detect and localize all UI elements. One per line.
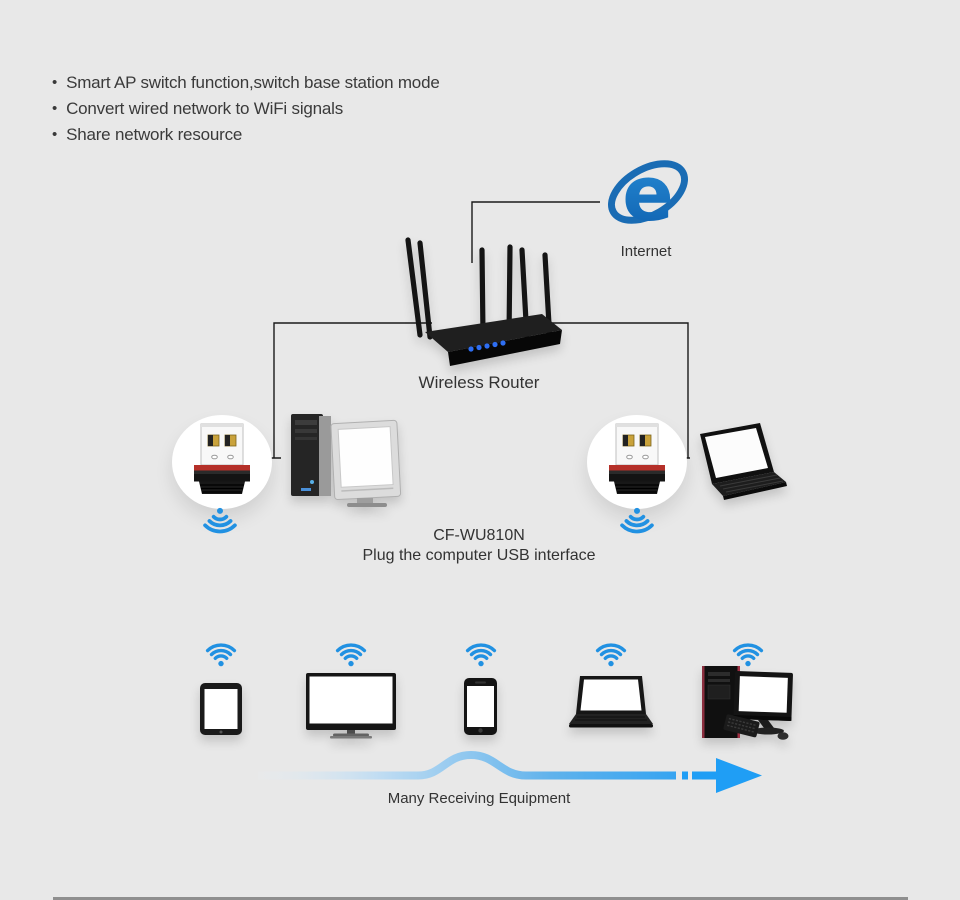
internet-explorer-icon: e: [608, 149, 688, 238]
wifi-icon: [205, 643, 237, 667]
feature-list: Smart AP switch function,switch base sta…: [52, 70, 440, 148]
feature-item: Smart AP switch function,switch base sta…: [52, 70, 440, 96]
svg-text:e: e: [622, 149, 674, 238]
footer-bar: [53, 897, 908, 900]
usb-adapter-icon-right: [609, 423, 665, 494]
adapter-model-label: CF-WU810N: [433, 527, 525, 544]
internet-label: Internet: [620, 243, 672, 260]
tv-icon: [306, 673, 396, 739]
wifi-icon: [465, 643, 497, 667]
desktop-computer-icon: [291, 414, 402, 507]
desktop-computer-icon: [702, 666, 793, 740]
flow-arrow-icon: [258, 750, 762, 793]
receivers-caption: Many Receiving Equipment: [387, 790, 571, 807]
wifi-icon: [732, 643, 764, 667]
tablet-icon: [200, 683, 242, 735]
wifi-icon: [620, 507, 654, 534]
adapter-caption: Plug the computer USB interface: [362, 547, 596, 564]
router-label: Wireless Router: [418, 373, 540, 392]
wifi-icon: [203, 507, 237, 534]
wifi-icon: [595, 643, 627, 667]
laptop-icon: [700, 423, 787, 500]
feature-item: Share network resource: [52, 122, 440, 148]
wifi-icon: [335, 643, 367, 667]
feature-item: Convert wired network to WiFi signals: [52, 96, 440, 122]
usb-adapter-icon-left: [194, 423, 250, 494]
smartphone-icon: [464, 678, 497, 735]
wireless-router-icon: [405, 237, 562, 366]
laptop-icon: [569, 676, 653, 728]
